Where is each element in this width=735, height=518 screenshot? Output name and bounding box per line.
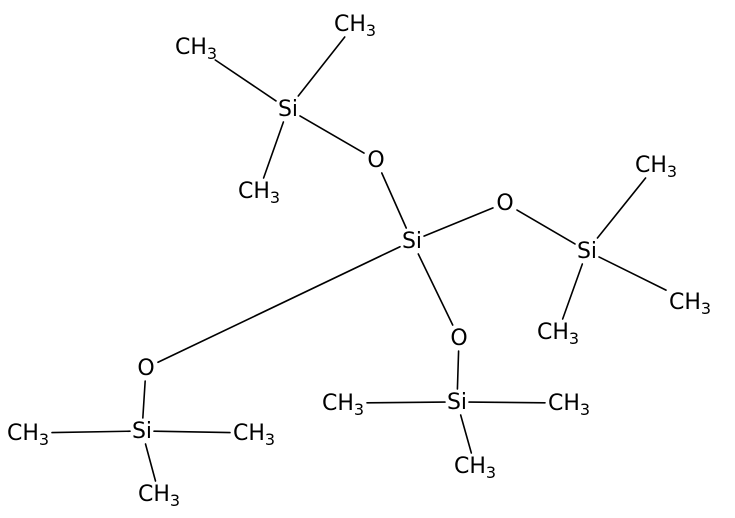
bond-si_bottom-ch3_bottom_c [459,414,473,454]
bond-si_right-ch3_right_b [598,256,667,291]
atom-label-ch3-bottom-b: CH3 [548,391,590,419]
bond-si_center-o_bottom [417,253,454,326]
atom-label-si-right: Si [577,239,597,264]
bond-si_bottom-ch3_bottom_a [366,401,446,404]
bond-si_left-ch3_left_b [153,430,231,434]
bond-layer [51,36,667,482]
atom-label-o-bottom: O [450,326,467,351]
atom-label-ch3-top-b: CH3 [175,35,217,63]
bond-si_top-ch3_top_b [214,59,277,102]
atom-label-o-left: O [137,356,154,381]
bond-o_left-si_left [142,380,146,419]
bond-si_left-ch3_left_c [144,443,157,482]
atom-label-si-left: Si [132,419,152,444]
bond-si_top-ch3_top_c [262,121,285,179]
atom-label-ch3-right-c: CH3 [537,320,579,348]
bond-si_left-ch3_left_a [51,430,131,434]
atom-label-ch3-left-b: CH3 [233,421,275,449]
bond-si_center-o_left [157,245,401,364]
bond-si_right-ch3_right_a [596,177,647,239]
atom-label-o-top: O [367,148,384,173]
atom-label-ch3-top-a: CH3 [334,12,376,40]
atom-label-ch3-top-c: CH3 [238,179,280,207]
bond-si_top-ch3_top_a [297,36,346,97]
atom-label-si-bottom: Si [447,390,467,415]
bond-si_center-o_top [380,172,408,229]
atom-label-ch3-bottom-a: CH3 [322,391,364,419]
bond-si_bottom-ch3_bottom_b [468,401,546,404]
atom-label-ch3-bottom-c: CH3 [454,454,496,482]
atom-label-si-center: Si [402,229,422,254]
atom-label-ch3-left-c: CH3 [138,482,180,510]
atom-label-o-right: O [496,191,513,216]
atom-label-ch3-right-a: CH3 [635,153,677,181]
bond-o_bottom-si_bottom [456,350,460,390]
atom-label-ch3-right-b: CH3 [669,290,711,318]
atom-label-si-top: Si [278,97,298,122]
bond-si_right-ch3_right_c [561,263,584,320]
bond-si_center-o_right [423,207,494,237]
atom-label-ch3-left-a: CH3 [7,421,49,449]
bond-o_top-si_top [299,115,365,154]
bond-o_right-si_right [516,209,576,245]
